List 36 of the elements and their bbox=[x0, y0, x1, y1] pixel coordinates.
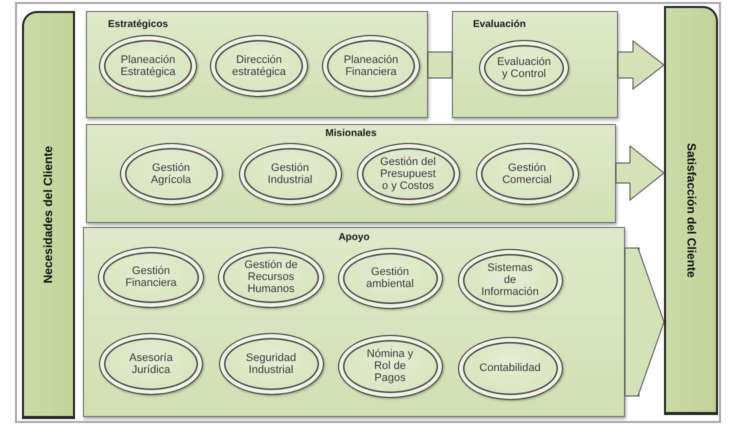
block-arrow bbox=[618, 40, 664, 90]
block-arrow bbox=[624, 248, 664, 396]
process-ellipse bbox=[479, 40, 569, 96]
process-ellipse bbox=[238, 143, 342, 205]
process-label: Contabilidad bbox=[479, 362, 541, 374]
process-ellipse bbox=[120, 143, 222, 205]
process-label: Gestión Comercial bbox=[501, 162, 553, 186]
panel-title: Apoyo bbox=[338, 232, 370, 244]
process-label: Sistemas de Información bbox=[481, 262, 539, 298]
side-bar bbox=[664, 6, 718, 415]
group-panel bbox=[86, 11, 428, 118]
process-label: Gestión Agrícola bbox=[150, 162, 192, 186]
bar-label: Necesidades del Cliente bbox=[42, 146, 56, 284]
process-label: Planeación Financiera bbox=[342, 54, 400, 78]
process-label: Gestión del Presupuest o y Costos bbox=[379, 156, 437, 192]
group-panel bbox=[452, 11, 618, 118]
block-arrow bbox=[616, 146, 664, 200]
panel-title: Estratégicos bbox=[108, 19, 168, 31]
process-label: Gestión de Recursos Humanos bbox=[243, 258, 299, 296]
group-panel bbox=[83, 227, 625, 417]
panel-title: Evaluación bbox=[473, 19, 526, 31]
process-label: Gestión Financiera bbox=[124, 264, 178, 290]
process-label: Evaluación y Control bbox=[496, 56, 552, 80]
process-label: Seguridad Industrial bbox=[244, 352, 298, 376]
block-connector bbox=[428, 52, 452, 78]
process-label: Asesoría Jurídica bbox=[128, 352, 174, 376]
side-bar bbox=[22, 11, 75, 419]
process-label: Gestión Industrial bbox=[266, 162, 314, 186]
process-label: Planeación Estratégica bbox=[119, 54, 177, 78]
panel-title: Misionales bbox=[325, 128, 377, 140]
process-label: Nómina y Rol de Pagos bbox=[366, 348, 414, 384]
group-panel bbox=[86, 124, 616, 223]
process-label: Gestión ambiental bbox=[365, 266, 415, 290]
bar-label: Satisfacción del Cliente bbox=[684, 142, 698, 278]
process-label: Dirección estratégica bbox=[231, 54, 287, 78]
process-ellipse bbox=[476, 143, 578, 205]
